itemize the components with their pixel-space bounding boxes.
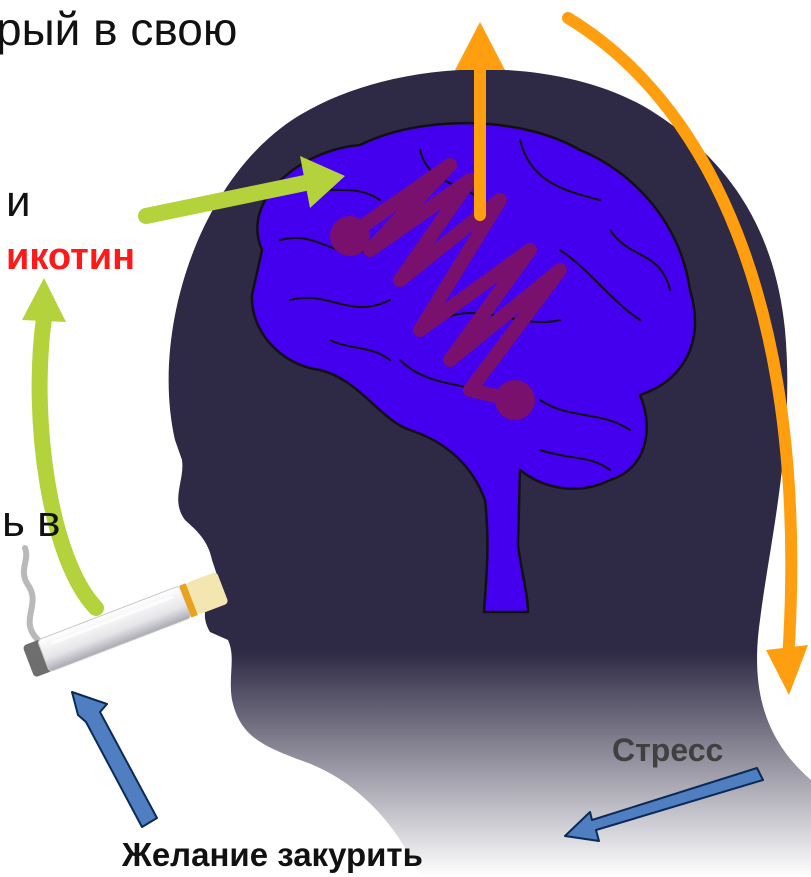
nicotine-label: икотин: [6, 238, 135, 276]
desire-label: Желание закурить: [122, 838, 423, 871]
smoke-icon: [24, 548, 38, 640]
top-text-fragment: рый в свою: [0, 6, 237, 52]
blue-arrow-desire: [72, 692, 157, 827]
i-text-fragment: и: [6, 180, 31, 224]
cigarette-icon: [22, 571, 228, 677]
stress-label: Стресс: [612, 734, 723, 766]
v-text-fragment: ь в: [2, 500, 61, 544]
green-curved-arrow: [22, 278, 96, 608]
